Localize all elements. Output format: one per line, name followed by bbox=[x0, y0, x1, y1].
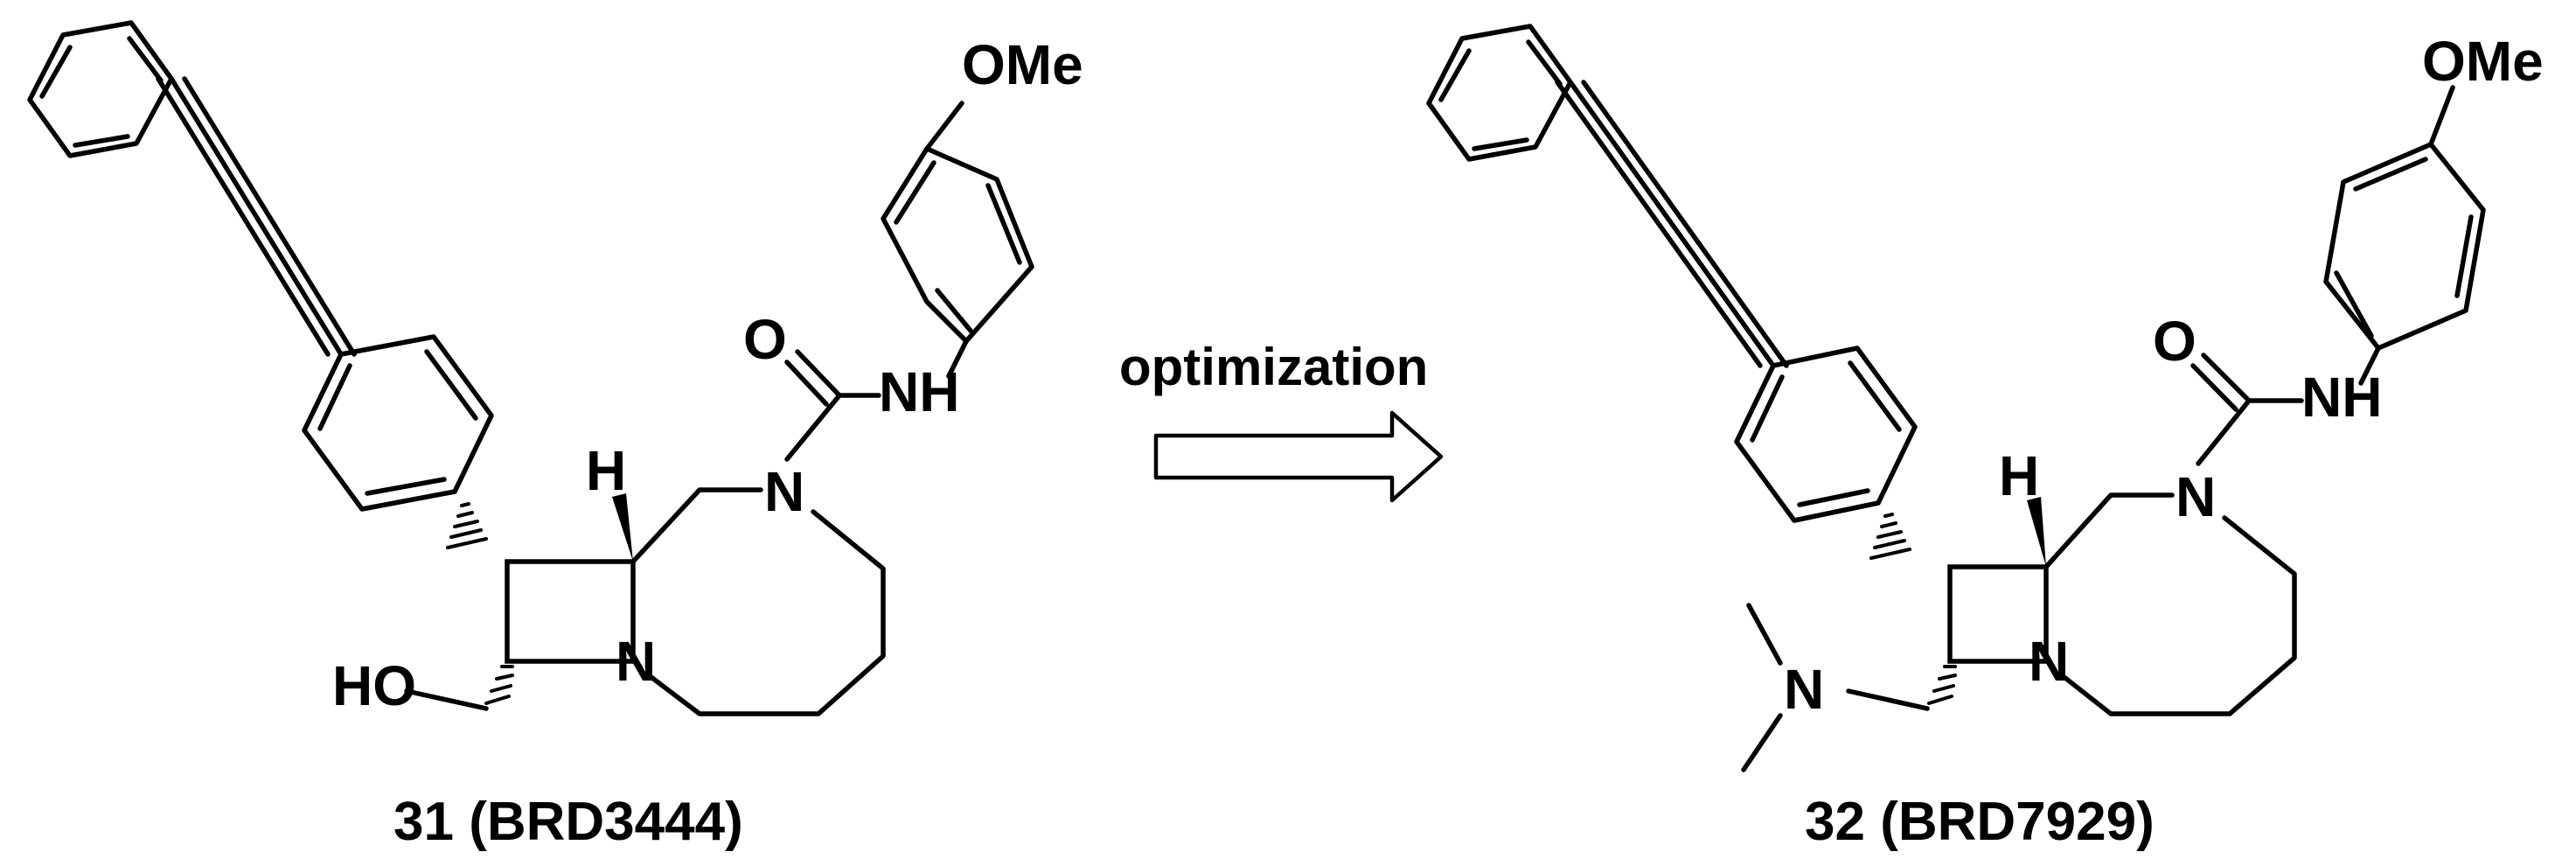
nh-label: NH bbox=[2301, 366, 2382, 429]
anisyl-ring bbox=[881, 101, 1034, 344]
hashed-wedge-aryl bbox=[1869, 513, 1911, 560]
nme2-n-label: N bbox=[1784, 658, 1824, 721]
carbonyl-o-label: O bbox=[743, 308, 787, 371]
alkyne-bond bbox=[1555, 80, 1789, 368]
h-label: H bbox=[586, 439, 626, 502]
phenyl-ring bbox=[1426, 24, 1573, 162]
anisyl-ring bbox=[2323, 85, 2486, 351]
azetidine-ring bbox=[1947, 564, 2049, 664]
compound-31-structure: OMe O NH N N H HO bbox=[27, 20, 1083, 717]
reaction-label: optimization bbox=[1119, 338, 1428, 396]
dimethylaminomethyl bbox=[1741, 603, 1957, 772]
nh-label: NH bbox=[879, 360, 959, 423]
alkyne-bond bbox=[156, 76, 357, 357]
carbonyl-o-label: O bbox=[2153, 310, 2197, 373]
urea-group bbox=[784, 339, 969, 462]
azetidine-ring bbox=[505, 559, 636, 664]
urea-group bbox=[2190, 346, 2381, 466]
bridge-n-label: N bbox=[2029, 630, 2069, 693]
phenylene-ring bbox=[1734, 346, 1918, 523]
hashed-wedge-aryl bbox=[446, 502, 488, 549]
eight-membered-ring bbox=[630, 487, 886, 716]
ome-label: OMe bbox=[962, 33, 1083, 96]
ho-label: HO bbox=[332, 654, 416, 717]
hydroxymethyl bbox=[404, 665, 514, 711]
compound-32-structure: OMe O NH N N H N bbox=[1426, 24, 2544, 772]
compound-32-caption: 32 (BRD7929) bbox=[1805, 792, 2155, 852]
bold-wedge-h bbox=[2027, 497, 2046, 567]
bold-wedge-h bbox=[612, 493, 633, 562]
ring-n-label: N bbox=[764, 460, 804, 523]
reaction-arrow bbox=[1153, 410, 1444, 503]
phenylene-ring bbox=[302, 334, 494, 512]
bridge-n-label: N bbox=[616, 630, 656, 693]
phenyl-ring bbox=[27, 20, 174, 158]
compound-31-caption: 31 (BRD3444) bbox=[393, 792, 743, 852]
ome-label: OMe bbox=[2422, 30, 2544, 93]
eight-membered-ring bbox=[2043, 492, 2297, 716]
ring-n-label: N bbox=[2176, 465, 2216, 528]
h-label: H bbox=[1999, 444, 2039, 507]
